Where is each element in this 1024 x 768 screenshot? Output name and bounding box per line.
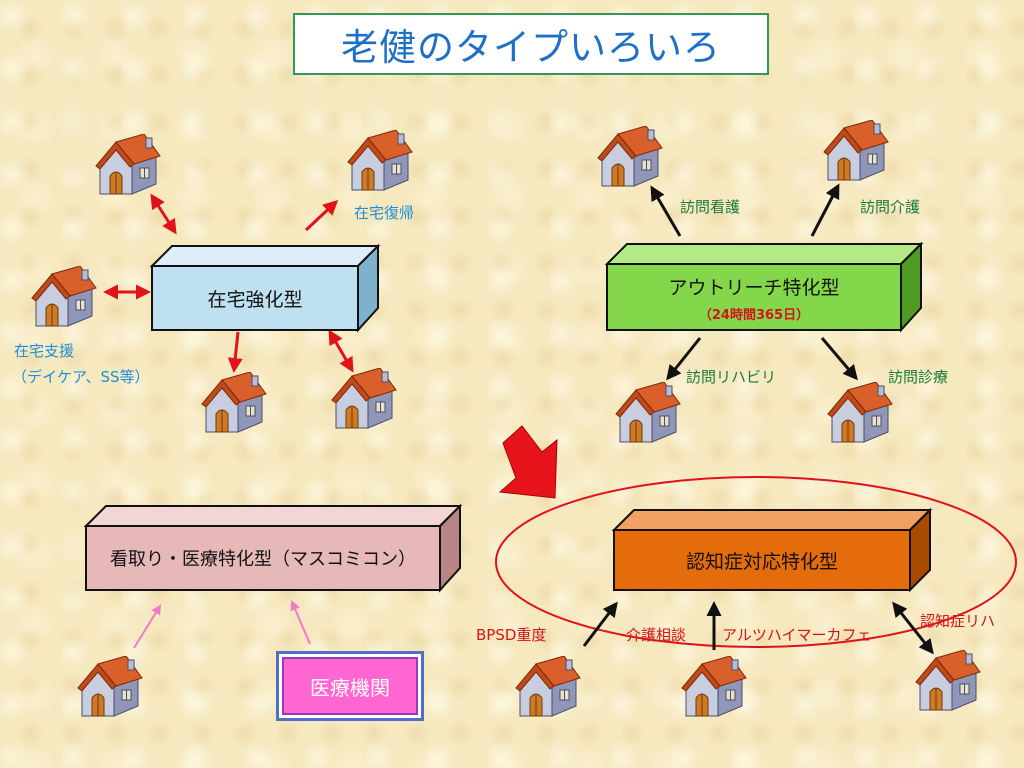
arrow-visit-rehab: [666, 337, 702, 381]
house-icon: [514, 656, 582, 718]
arrow-dementia-rehab: [892, 601, 934, 655]
house-icon: [914, 650, 982, 712]
house-icon: [822, 120, 890, 182]
label-visit-rehab: 訪問リハビリ: [686, 368, 777, 386]
box-outreach-label: アウトリーチ特化型: [668, 276, 840, 299]
house-icon: [614, 382, 682, 444]
house-icon: [94, 134, 162, 196]
house-icon: [346, 130, 414, 192]
label-visit-nursing: 訪問看護: [680, 198, 741, 216]
box-home-strengthened-label: 在宅強化型: [207, 288, 303, 311]
arrow-visit-consult: [820, 337, 858, 381]
house-icon: [30, 266, 98, 328]
box-end-of-life-label: 看取り・医療特化型（マスコミコン）: [110, 549, 416, 570]
box-outreach: アウトリーチ特化型 （24時間365日）: [604, 241, 924, 333]
box-outreach-sub-label: （24時間365日）: [698, 307, 810, 323]
page-title: 老健のタイプいろいろ: [293, 13, 769, 75]
house-icon: [826, 382, 894, 444]
box-home-strengthened: 在宅強化型: [149, 243, 381, 333]
label-bpsd: BPSD重度: [476, 626, 547, 644]
label-visit-consult: 訪問診療: [888, 368, 949, 386]
arrow-return-home: [304, 199, 339, 232]
arrow-visit-nursing: [650, 185, 682, 237]
arrow-top-left-bidirectional: [150, 193, 177, 235]
label-home-support: 在宅支援: [14, 342, 75, 360]
label-home-support-detail: （デイケア、SS等）: [12, 368, 150, 386]
label-alzheimer-cafe: アルツハイマーカフェ: [722, 626, 872, 644]
arrow-down: [227, 331, 243, 373]
box-end-of-life: 看取り・医療特化型（マスコミコン）: [83, 503, 463, 593]
medical-institution-box: 医療機関: [276, 651, 424, 721]
big-red-arrow-icon: [498, 425, 558, 499]
house-icon: [330, 368, 398, 430]
house-icon: [76, 656, 144, 718]
box-dementia: 認知症対応特化型: [611, 507, 933, 593]
house-icon: [200, 372, 268, 434]
house-icon: [680, 656, 748, 718]
arrow-pink-left: [133, 604, 162, 649]
label-dementia-rehab: 認知症リハ: [920, 612, 996, 630]
arrow-pink-medical: [290, 600, 311, 645]
arrow-down-right-bidirectional: [328, 329, 354, 373]
house-icon: [596, 126, 664, 188]
label-care-consult: 介護相談: [626, 626, 687, 644]
arrow-bpsd: [582, 601, 618, 647]
label-return-home: 在宅復帰: [354, 204, 415, 222]
box-dementia-label: 認知症対応特化型: [685, 550, 838, 573]
dementia-highlight-ellipse: [495, 476, 1017, 648]
label-visit-care: 訪問介護: [860, 198, 921, 216]
arrow-visit-care: [810, 183, 840, 237]
